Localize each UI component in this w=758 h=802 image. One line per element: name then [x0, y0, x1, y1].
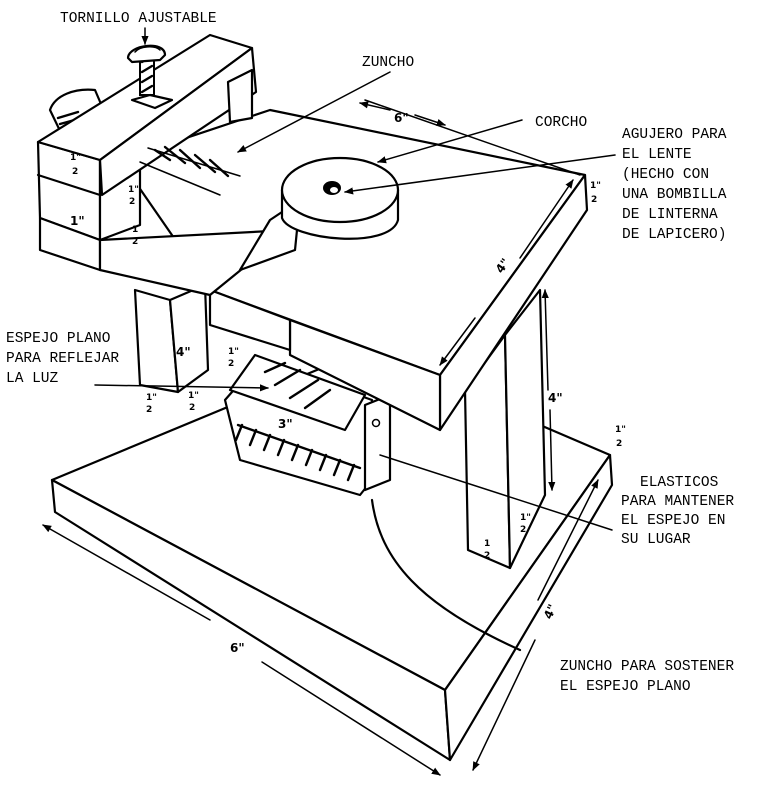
label-agujero-6: DE LAPICERO)	[622, 227, 726, 243]
cork	[280, 156, 400, 240]
dim-left-column-d-den: 2	[189, 403, 195, 413]
dim-left-block-top-num: 1"	[70, 153, 81, 163]
dim-base-depth: 4"	[541, 602, 560, 621]
dimension-labels: 6" 4" 1" 2 1" 2 1" 2 1" 1 2 4" 1" 2 1" 2…	[70, 111, 626, 655]
label-agujero-4: UNA BOMBILLA	[622, 187, 727, 203]
dim-platform-thickness-num: 1"	[590, 181, 601, 191]
slide-hatching	[139, 145, 241, 196]
dim-left-column-w-num: 1"	[146, 393, 157, 403]
dim-right-column-w-num: 1	[484, 539, 490, 549]
dim-platform-thickness-den: 2	[591, 195, 597, 205]
dim-right-column-d-num: 1"	[520, 513, 531, 523]
label-agujero-1: AGUJERO PARA	[622, 127, 727, 143]
dim-top-length: 6"	[394, 111, 409, 125]
dim-right-column-w-den: 2	[484, 551, 490, 561]
label-tornillo: TORNILLO AJUSTABLE	[60, 11, 217, 27]
label-elasticos-3: EL ESPEJO EN	[621, 513, 725, 529]
dim-left-column-height: 4"	[176, 345, 191, 359]
left-column	[133, 283, 210, 394]
mirror-hatching	[263, 361, 332, 410]
label-elasticos-2: PARA MANTENER	[621, 494, 734, 510]
label-agujero-5: DE LINTERNA	[622, 207, 718, 223]
label-espejo-2: PARA REFLEJAR	[6, 351, 119, 367]
dim-platform-depth: 4"	[493, 256, 513, 276]
dim-mirror-length: 3"	[278, 417, 293, 431]
dim-left-block-width: 1"	[70, 214, 85, 228]
dim-left-column-d-num: 1"	[188, 391, 199, 401]
callout-labels: TORNILLO AJUSTABLE ZUNCHO CORCHO AGUJERO…	[6, 11, 734, 695]
dim-right-column-height: 4"	[548, 391, 563, 405]
label-agujero-2: EL LENTE	[622, 147, 692, 163]
label-agujero-3: (HECHO CON	[622, 167, 709, 183]
dim-left-block-mid-num: 1"	[128, 185, 139, 195]
dim-left-block-mid-den: 2	[129, 197, 135, 207]
dim-right-column-d-den: 2	[520, 525, 526, 535]
label-elasticos-1: ELASTICOS	[640, 475, 718, 491]
label-elasticos-4: SU LUGAR	[621, 532, 691, 548]
dim-mirror-w-den: 2	[228, 359, 234, 369]
dim-base-thickness-den: 2	[616, 439, 622, 449]
dim-left-column-w-den: 2	[146, 405, 152, 415]
label-zuncho: ZUNCHO	[362, 55, 414, 71]
label-zuncho-espejo-1: ZUNCHO PARA SOSTENER	[560, 659, 734, 675]
dim-base-thickness-num: 1"	[615, 425, 626, 435]
base-strap-hatching	[234, 423, 356, 482]
label-zuncho-espejo-2: EL ESPEJO PLANO	[560, 679, 691, 695]
leader-lines	[42, 27, 616, 776]
dim-left-block-gap-num: 1	[132, 225, 138, 235]
dim-mirror-w-num: 1"	[228, 347, 239, 357]
label-espejo-1: ESPEJO PLANO	[6, 331, 110, 347]
mirror-assembly	[223, 353, 392, 497]
mirror-strap-curve	[370, 498, 522, 652]
dim-base-length: 6"	[230, 641, 245, 655]
dim-left-block-top-den: 2	[72, 167, 78, 177]
dim-left-block-gap-den: 2	[132, 237, 138, 247]
adjustable-screw	[126, 44, 174, 110]
label-corcho: CORCHO	[535, 115, 587, 131]
main-platform	[118, 108, 589, 432]
label-espejo-3: LA LUZ	[6, 371, 59, 387]
